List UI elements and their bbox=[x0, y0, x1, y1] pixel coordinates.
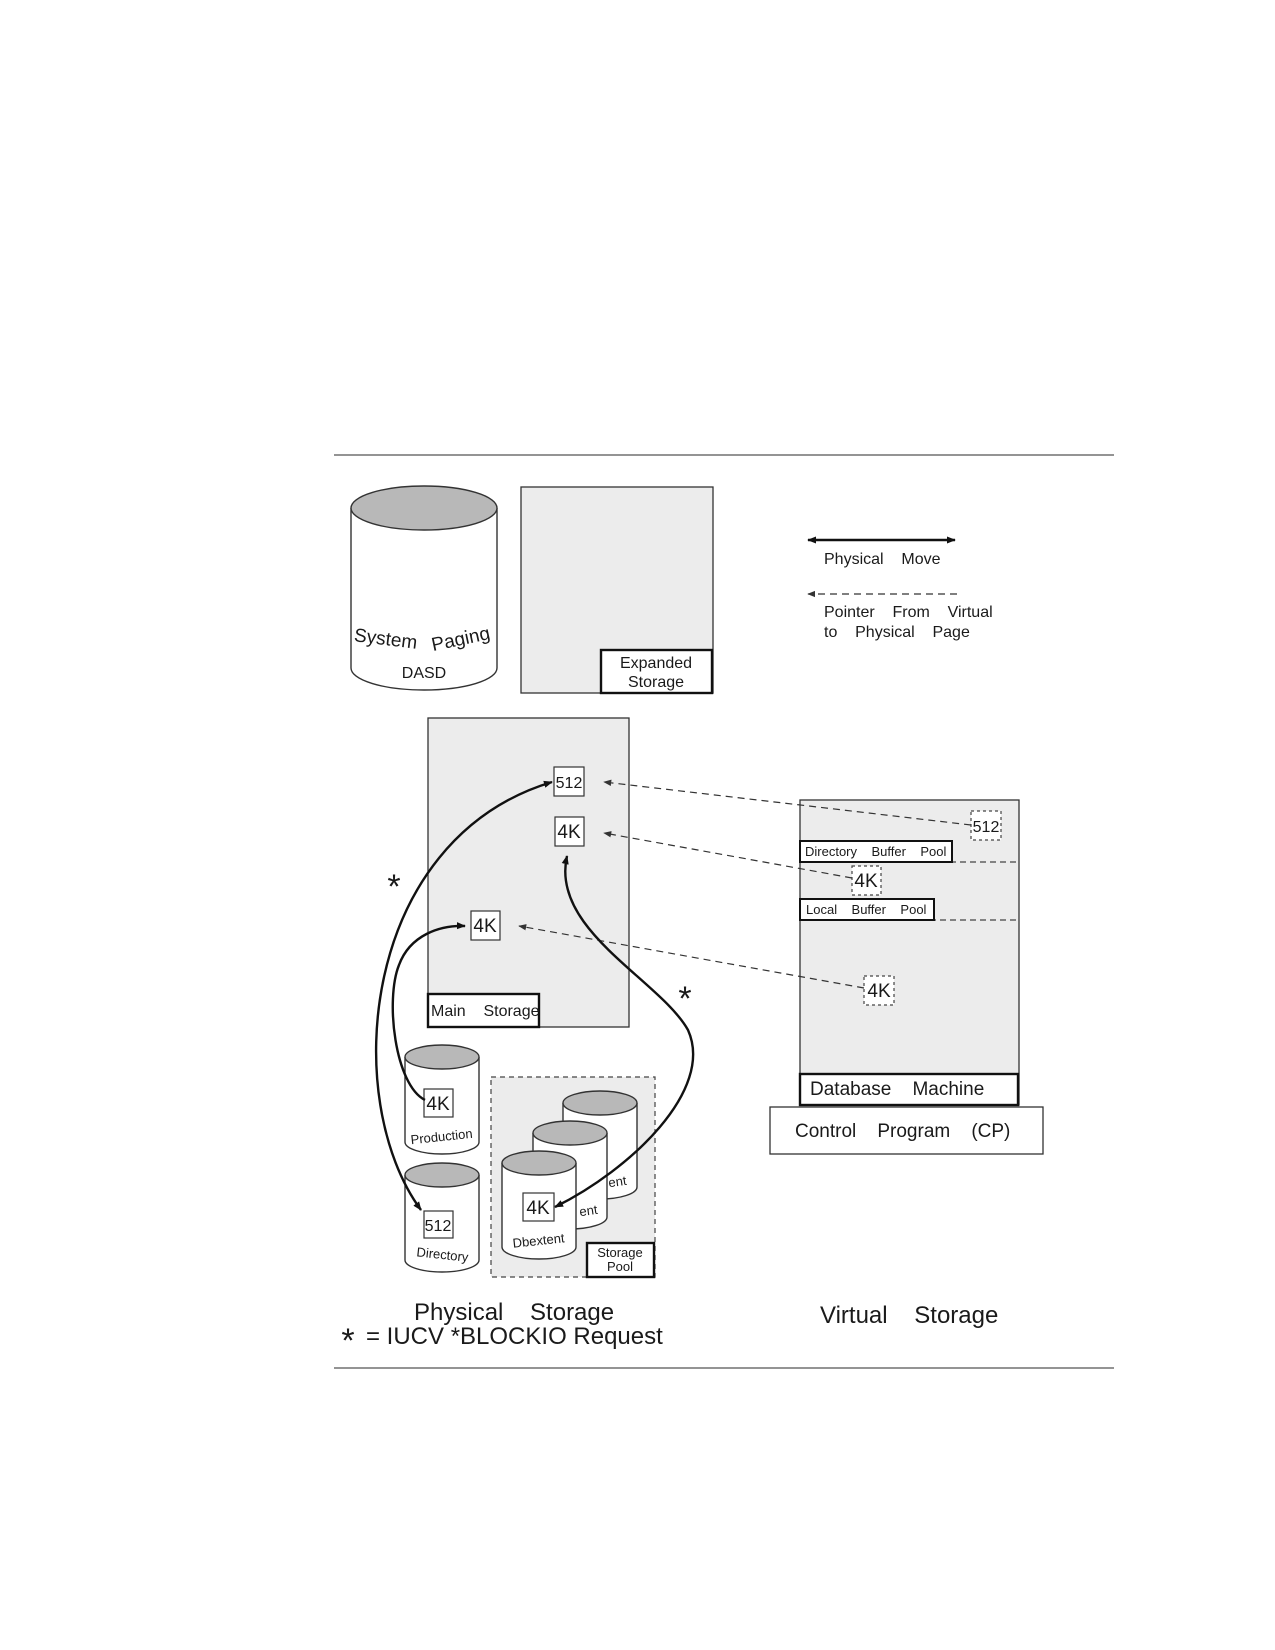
footnote-text: = IUCV *BLOCKIO Request bbox=[366, 1323, 663, 1350]
production-disk: 4K Production bbox=[404, 1044, 480, 1155]
footnote-marker: * bbox=[341, 1322, 354, 1360]
dbextent-page-4k: 4K bbox=[526, 1198, 550, 1219]
virtual-storage-caption: Virtual Storage bbox=[820, 1302, 998, 1329]
main-page-4k-upper: 4K bbox=[557, 822, 581, 843]
physical-storage-caption: Physical Storage bbox=[414, 1299, 614, 1326]
database-machine: 512 Directory Buffer Pool 4K Local Buffe… bbox=[798, 799, 1020, 1107]
move-4k-dbextent bbox=[554, 855, 695, 1209]
legend-pointer-label-2: to Physical Page bbox=[824, 624, 970, 641]
directory-buffer-pool-label: Directory Buffer Pool bbox=[805, 844, 946, 859]
dasd-label-dasd: DASD bbox=[402, 665, 446, 682]
expanded-storage-label-2: Storage bbox=[628, 674, 684, 691]
storage-pool-label-1: Storage bbox=[597, 1245, 643, 1260]
legend: Physical Move Pointer From Virtual to Ph… bbox=[807, 536, 993, 641]
move-4k-production bbox=[391, 922, 466, 1102]
move-512-directory bbox=[374, 780, 553, 1211]
main-storage: Main Storage 512 4K 4K bbox=[426, 717, 630, 1029]
blockio-asterisk-left: * bbox=[387, 868, 400, 906]
directory-label: Directory bbox=[416, 1244, 470, 1264]
dbextent-back-partial-label: ent bbox=[607, 1173, 627, 1190]
control-program: Control Program (CP) bbox=[769, 1106, 1044, 1155]
main-page-512: 512 bbox=[556, 775, 583, 792]
production-page-4k: 4K bbox=[426, 1094, 450, 1115]
dbextent-label: Dbextent bbox=[512, 1230, 566, 1250]
expanded-storage: Expanded Storage bbox=[520, 486, 714, 695]
blockio-asterisk-right: * bbox=[678, 980, 691, 1018]
pointer-512 bbox=[603, 779, 972, 826]
virtual-page-4k-local: 4K bbox=[867, 981, 891, 1002]
pointer-4k-buffer bbox=[603, 831, 853, 879]
storage-pool: ent ent 4K Dbextent Storage Pool bbox=[490, 1076, 656, 1279]
virtual-page-4k-buffer: 4K bbox=[854, 871, 878, 892]
virtual-page-512: 512 bbox=[973, 819, 1000, 836]
storage-pool-label-2: Pool bbox=[607, 1259, 633, 1274]
main-storage-label: Main Storage bbox=[431, 1003, 540, 1020]
directory-disk: 512 Directory bbox=[404, 1162, 480, 1273]
dbextent-middle-partial-label: ent bbox=[578, 1202, 598, 1219]
local-buffer-pool-label: Local Buffer Pool bbox=[806, 902, 927, 917]
control-program-label: Control Program (CP) bbox=[795, 1121, 1010, 1142]
pointer-4k-local bbox=[518, 924, 865, 989]
system-paging-dasd: System Paging DASD bbox=[350, 485, 498, 691]
database-machine-label: Database Machine bbox=[810, 1079, 984, 1100]
directory-page-512: 512 bbox=[425, 1218, 452, 1235]
expanded-storage-label-1: Expanded bbox=[620, 655, 692, 672]
legend-physical-move-label: Physical Move bbox=[824, 551, 941, 568]
main-page-4k-lower: 4K bbox=[473, 916, 497, 937]
legend-pointer-label-1: Pointer From Virtual bbox=[824, 604, 993, 621]
